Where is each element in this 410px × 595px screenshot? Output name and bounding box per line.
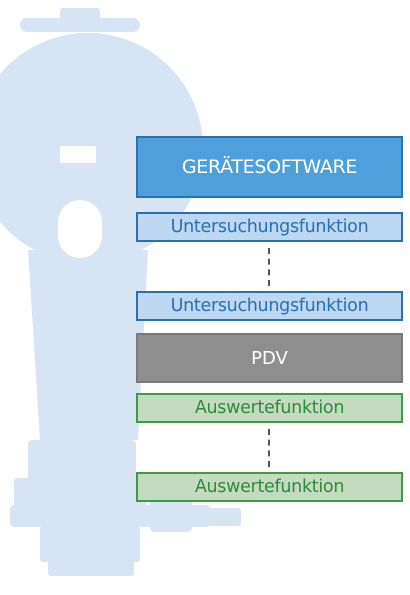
pdv-label: PDV (251, 347, 288, 369)
dashed-connector-exam (268, 248, 270, 286)
eval-function-label-1: Auswertefunktion (194, 398, 345, 418)
eval-function-label-2: Auswertefunktion (194, 477, 345, 497)
exam-function-label-1: Untersuchungsfunktion (170, 217, 369, 237)
eval-function-box-1: Auswertefunktion (136, 393, 403, 423)
software-box: GERÄTESOFTWARE (136, 136, 403, 198)
eval-function-box-2: Auswertefunktion (136, 472, 403, 502)
dashed-connector-eval (268, 429, 270, 467)
pdv-box: PDV (136, 333, 403, 383)
software-label: GERÄTESOFTWARE (181, 156, 358, 178)
exam-function-box-2: Untersuchungsfunktion (136, 291, 403, 321)
exam-function-box-1: Untersuchungsfunktion (136, 212, 403, 242)
exam-function-label-2: Untersuchungsfunktion (170, 296, 369, 316)
